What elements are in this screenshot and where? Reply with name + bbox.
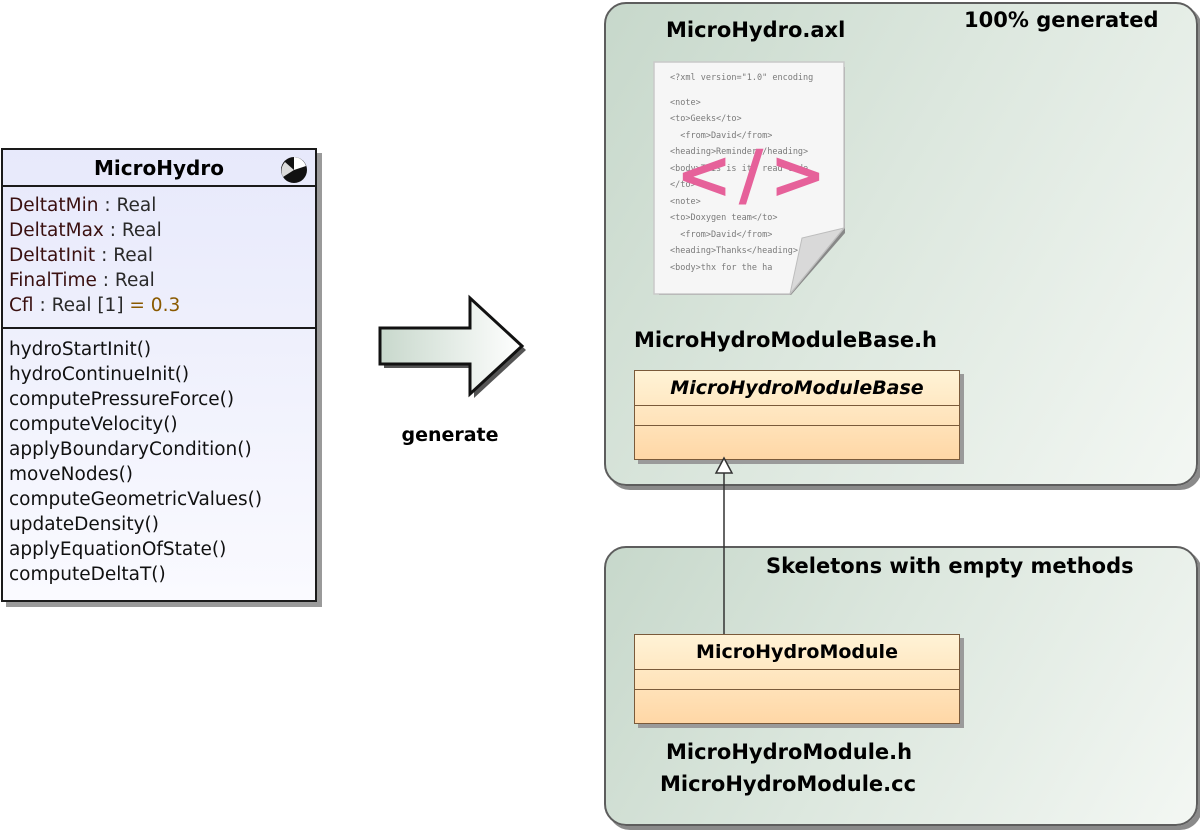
operation-row: computeGeometricValues() bbox=[9, 489, 263, 510]
class-separator bbox=[635, 689, 959, 690]
header-file-label: MicroHydroModuleBase.h bbox=[634, 328, 938, 352]
operation-row: hydroContinueInit() bbox=[9, 364, 190, 385]
module-class-header: MicroHydroModule bbox=[635, 635, 959, 670]
doc-code-line: <to>Doxygen team</to> bbox=[670, 213, 778, 223]
module-class-name: MicroHydroModule bbox=[696, 641, 898, 663]
operation-row: hydroStartInit() bbox=[9, 339, 152, 360]
doc-code-line: <note> bbox=[670, 97, 701, 108]
doc-code-line: <heading>Thanks</heading> bbox=[670, 246, 798, 256]
uml-class-name: MicroHydro bbox=[94, 155, 224, 180]
xml-document-icon: <?xml version="1.0" encoding <note> <to>… bbox=[652, 60, 846, 296]
operation-row: computeDeltaT() bbox=[9, 564, 166, 585]
doc-code-line: <from>David</from> bbox=[670, 229, 773, 240]
module-source-file-label: MicroHydroModule.cc bbox=[660, 772, 917, 796]
generated-panel-caption: 100% generated bbox=[964, 8, 1159, 32]
doc-code-line: <body>thx for the ha bbox=[670, 262, 773, 273]
class-separator bbox=[635, 425, 959, 426]
generate-label: generate bbox=[401, 424, 499, 446]
uml-class-module[interactable]: MicroHydroModule bbox=[634, 634, 960, 724]
axl-file-label: MicroHydro.axl bbox=[666, 18, 846, 42]
uml-class-title: MicroHydro bbox=[3, 150, 315, 187]
doc-code-line: <heading>Reminder</heading> bbox=[670, 147, 809, 157]
doc-code-line: <to>Geeks</to> bbox=[670, 114, 742, 124]
base-class-header: MicroHydroModuleBase bbox=[635, 371, 959, 406]
inheritance-arrow-icon bbox=[714, 456, 734, 638]
doc-code-line: </to> bbox=[670, 180, 696, 190]
uml-class-microhydro[interactable]: MicroHydro DeltatMin : Real DeltatMax : … bbox=[1, 148, 317, 602]
attribute-row: DeltatInit : Real bbox=[9, 245, 154, 266]
doc-code-line: <from>David</from> bbox=[670, 130, 773, 141]
operation-row: computeVelocity() bbox=[9, 414, 178, 435]
uml-class-moduleBase[interactable]: MicroHydroModuleBase bbox=[634, 370, 960, 460]
doc-code-line: <note> bbox=[670, 196, 701, 207]
base-class-name: MicroHydroModuleBase bbox=[670, 377, 924, 399]
operation-row: applyEquationOfState() bbox=[9, 539, 227, 560]
operation-row: applyBoundaryCondition() bbox=[9, 439, 252, 460]
code-symbol-icon: </> bbox=[675, 136, 833, 215]
attribute-row: DeltatMax : Real bbox=[9, 220, 162, 241]
attribute-row: DeltatMin : Real bbox=[9, 195, 157, 216]
attribute-row: FinalTime : Real bbox=[9, 270, 155, 291]
pie-chart-icon bbox=[281, 157, 307, 183]
generate-arrow-icon bbox=[378, 294, 526, 398]
operation-row: updateDensity() bbox=[9, 514, 159, 535]
module-header-file-label: MicroHydroModule.h bbox=[666, 740, 913, 764]
doc-code-line: <body>This is it! read code bbox=[670, 163, 809, 174]
skeleton-panel-caption: Skeletons with empty methods bbox=[766, 554, 1134, 578]
uml-attributes: DeltatMin : Real DeltatMax : Real Deltat… bbox=[3, 185, 315, 329]
uml-operations: hydroStartInit() hydroContinueInit() com… bbox=[3, 331, 315, 587]
operation-row: computePressureForce() bbox=[9, 389, 235, 410]
doc-code-line: <?xml version="1.0" encoding bbox=[670, 73, 814, 83]
operation-row: moveNodes() bbox=[9, 464, 134, 485]
attribute-row: Cfl : Real [1] = 0.3 bbox=[9, 295, 181, 316]
